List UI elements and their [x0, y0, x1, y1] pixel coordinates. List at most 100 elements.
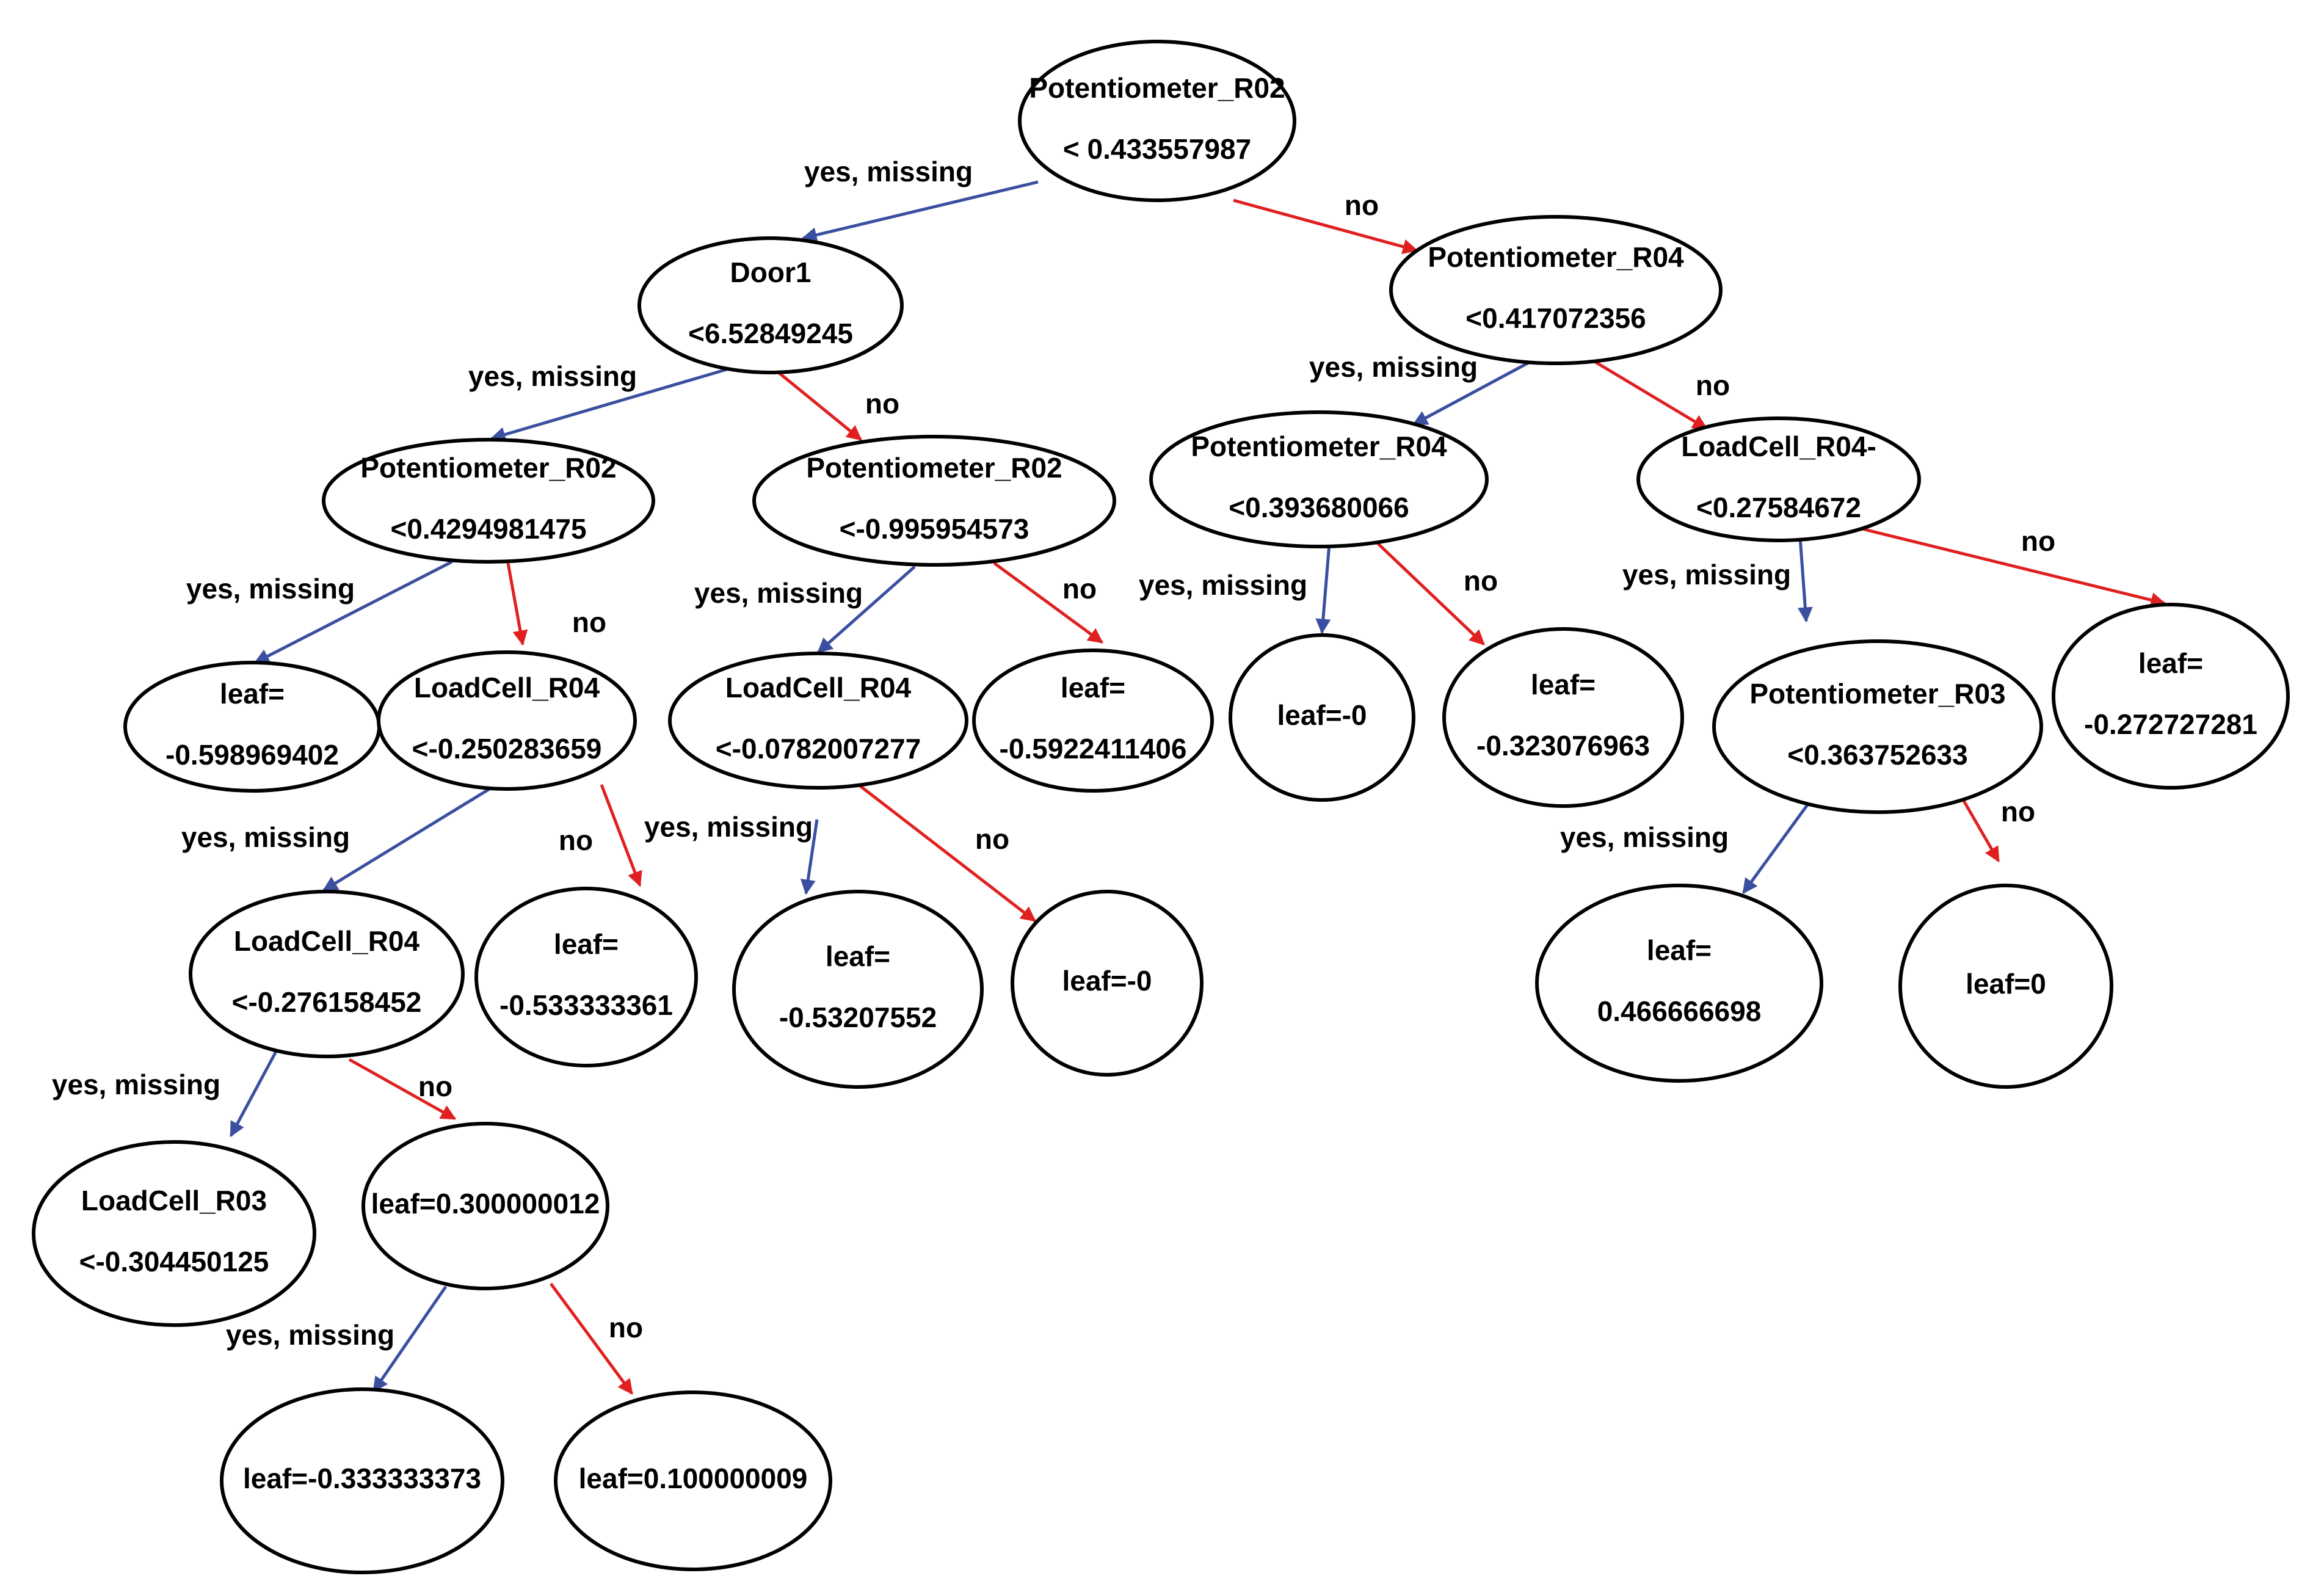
edge-label-no: no	[2021, 525, 2055, 557]
node-ellipse	[1149, 410, 1489, 548]
node-value-label: <0.4294981475	[390, 513, 586, 545]
node-value-label: leaf=-0	[1277, 699, 1367, 731]
node-ellipse	[1898, 884, 2113, 1089]
tree-node-n9: LoadCell_R04 <-0.250283659	[377, 650, 637, 791]
node-feature-label: LoadCell_R03	[81, 1185, 267, 1216]
node-value-label: <0.363752633	[1787, 739, 1967, 771]
node-feature-label: Potentiometer_R03	[1749, 678, 2005, 710]
edge-label-no: no	[1345, 189, 1379, 221]
tree-node-n8: leaf= -0.598969402	[123, 661, 381, 793]
node-ellipse	[189, 890, 465, 1058]
node-value-label: 0.466666698	[1597, 995, 1762, 1027]
tree-node-n16: LoadCell_R04 <-0.276158452	[189, 890, 465, 1058]
node-ellipse	[1229, 633, 1415, 802]
node-value-label: -0.53207552	[779, 1001, 937, 1033]
node-feature-label: LoadCell_R04	[725, 672, 912, 703]
node-value-label: -0.323076963	[1476, 730, 1650, 761]
node-feature-label: leaf=	[554, 928, 619, 960]
node-feature-label: Potentiometer_R02	[1029, 72, 1285, 104]
tree-node-n13: leaf=-0.323076963	[1442, 627, 1684, 808]
edge-no-n5-n11	[993, 561, 1104, 644]
edge-yes-n4-n8	[253, 560, 453, 664]
node-ellipse	[1018, 40, 1296, 202]
edge-label-yes: yes, missing	[694, 577, 863, 609]
edge-yes-n1-n2	[801, 180, 1039, 242]
node-ellipse	[1389, 215, 1723, 365]
node-feature-label: Potentiometer_R04	[1428, 241, 1684, 273]
node-feature-label: Potentiometer_R02	[360, 452, 616, 484]
edge-label-no: no	[1062, 573, 1097, 605]
edge-label-no: no	[1464, 565, 1498, 597]
node-ellipse	[32, 1140, 316, 1327]
node-value-label: -0.598969402	[165, 739, 339, 771]
edge-label-yes: yes, missing	[1560, 821, 1729, 853]
tree-node-n14: Potentiometer_R03 <0.363752633	[1712, 639, 2043, 814]
node-value-label: <-0.304450125	[79, 1246, 269, 1278]
node-ellipse	[1011, 890, 1204, 1077]
edge-label-yes: yes, missing	[181, 821, 350, 853]
node-feature-label: leaf=	[2138, 647, 2203, 679]
tree-node-n18: leaf= -0.53207552	[732, 890, 984, 1089]
tree-node-n17: leaf= -0.533333361	[474, 887, 698, 1067]
edge-label-no: no	[418, 1070, 452, 1102]
node-feature-label: Potentiometer_R02	[806, 452, 1062, 484]
tree-node-n6: Potentiometer_R04<0.393680066	[1149, 410, 1489, 548]
node-ellipse	[377, 650, 637, 791]
edge-label-layer: yes, missing no yes, missing no yes, missing…	[52, 156, 2055, 1351]
edge-yes-n6-n12	[1315, 536, 1332, 634]
node-ellipse	[220, 1387, 504, 1574]
node-ellipse	[752, 435, 1116, 567]
edge-no-n2-n5	[777, 371, 862, 441]
node-feature-label: LoadCell_R04	[234, 925, 420, 957]
tree-node-n24: leaf=-0.333333373	[220, 1387, 504, 1574]
edge-layer	[229, 180, 2166, 1395]
edge-no-n23-n25	[549, 1282, 634, 1395]
node-value-label: -0.272727281	[2084, 708, 2257, 740]
node-value-label: <-0.276158452	[232, 986, 422, 1018]
node-feature-label: LoadCell_R04	[414, 672, 600, 703]
edge-label-no: no	[975, 823, 1009, 855]
edge-label-yes: yes, missing	[468, 360, 637, 392]
node-ellipse	[1442, 627, 1684, 808]
node-feature-label: leaf=	[220, 678, 285, 710]
node-feature-label: leaf=	[826, 940, 890, 972]
node-ellipse	[1636, 416, 1921, 542]
tree-node-n1: Potentiometer_R02< 0.433557987	[1018, 40, 1296, 202]
edge-no-n7-n15	[1846, 523, 2166, 608]
node-ellipse	[668, 652, 968, 790]
node-ellipse	[322, 438, 655, 564]
node-value-label: leaf=0.100000009	[579, 1463, 808, 1494]
node-value-label: -0.5922411406	[1000, 733, 1187, 765]
node-ellipse	[474, 887, 698, 1067]
tree-node-n3: Potentiometer_R04<0.417072356	[1389, 215, 1723, 365]
edge-yes-n2-n4	[490, 368, 727, 442]
node-value-label: -0.533333361	[499, 989, 673, 1021]
edge-no-n4-n9	[506, 562, 528, 646]
node-ellipse	[1712, 639, 2043, 814]
edge-label-no: no	[572, 606, 606, 638]
edge-label-yes: yes, missing	[1139, 569, 1307, 601]
edge-label-no: no	[609, 1312, 643, 1343]
node-ellipse	[637, 236, 904, 374]
node-value-label: <6.52849245	[688, 318, 853, 349]
node-value-label: <-0.995954573	[840, 513, 1029, 545]
node-feature-label: leaf=	[1647, 934, 1712, 966]
node-value-label: <-0.250283659	[412, 733, 602, 765]
node-feature-label: Potentiometer_R04	[1191, 431, 1447, 462]
node-value-label: <0.27584672	[1696, 492, 1861, 523]
tree-node-n19: leaf=-0	[1011, 890, 1204, 1077]
edge-no-n10-n19	[855, 782, 1036, 922]
node-value-label: leaf=0	[1966, 968, 2046, 1000]
edge-label-yes: yes, missing	[804, 156, 973, 187]
tree-node-n4: Potentiometer_R02 <0.4294981475	[322, 438, 655, 564]
node-feature-label: Door1	[730, 256, 812, 288]
tree-node-n20: leaf= 0.466666698	[1535, 884, 1823, 1083]
tree-node-n5: Potentiometer_R02 <-0.995954573	[752, 435, 1116, 567]
tree-node-n23: leaf=0.300000012	[361, 1122, 609, 1290]
edge-label-yes: yes, missing	[644, 811, 813, 843]
edge-no-n6-n13	[1371, 537, 1485, 645]
tree-node-n15: leaf= -0.272727281	[2052, 603, 2290, 790]
node-value-label: <-0.0782007277	[716, 733, 921, 765]
node-value-label: leaf=0.300000012	[371, 1188, 600, 1219]
